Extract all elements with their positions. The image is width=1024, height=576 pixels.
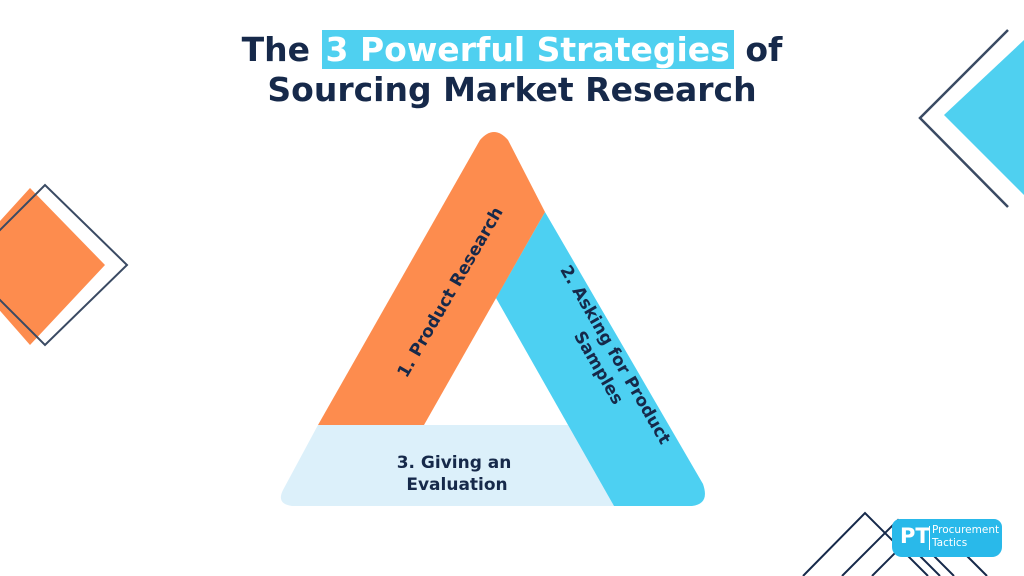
svg-text:3. Giving an Evaluation: 3. Giving an Evaluation <box>397 453 518 495</box>
title-highlight: 3 Powerful Strategies <box>321 30 734 69</box>
segment-evaluation <box>280 425 614 506</box>
segment-product-research <box>318 132 545 425</box>
label-evaluation-2: Evaluation <box>406 475 507 495</box>
segment-asking-samples <box>496 212 705 506</box>
page-title-line2: Sourcing Market Research <box>267 70 757 109</box>
right-decoration <box>918 29 1024 208</box>
label-evaluation-1: 3. Giving an <box>397 453 512 473</box>
strategy-triangle: 1. Product Research 2. Asking for Produc… <box>280 132 705 506</box>
left-decoration <box>0 183 129 347</box>
page-title: The 3 Powerful Strategies of <box>241 30 783 69</box>
